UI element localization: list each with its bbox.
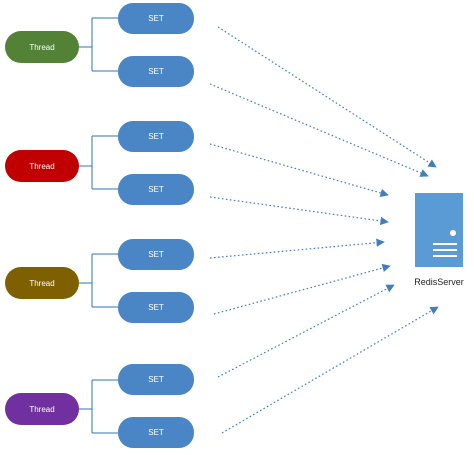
thread-group-1: Thread SET SET [5,3,194,87]
set-label: SET [148,67,164,76]
thread-group-4: Thread SET SET [5,364,194,448]
set-label: SET [148,185,164,194]
set-node [118,121,194,152]
thread-node [5,31,79,63]
set-to-server-arrow [217,284,395,378]
set-to-server-arrow [217,26,437,168]
set-node [118,292,194,323]
set-node [118,364,194,395]
set-to-server-arrow [221,306,439,434]
thread-group-2: Thread SET SET [5,121,194,205]
thread-label: Thread [29,43,54,52]
thread-connectors [79,17,118,434]
redis-server: RedisServer [414,193,464,287]
set-to-server-arrow [209,238,385,259]
set-to-server-arrow [209,143,389,197]
thread-to-set-connector [79,253,118,308]
thread-label: Thread [29,279,54,288]
thread-group-3: Thread SET SET [5,239,194,323]
set-node [118,56,194,87]
set-node [118,417,194,448]
thread-to-set-connector [79,379,118,434]
set-label: SET [148,428,164,437]
set-label: SET [148,250,164,259]
set-label: SET [148,303,164,312]
thread-node [5,267,79,299]
thread-to-set-connector [79,17,118,72]
thread-node [5,150,79,182]
set-to-server-arrow [213,263,391,315]
set-label: SET [148,14,164,23]
set-to-server-arrow [209,83,429,177]
set-node [118,239,194,270]
set-label: SET [148,375,164,384]
thread-to-set-connector [79,135,118,190]
server-label: RedisServer [414,277,464,287]
server-icon [415,193,463,267]
thread-label: Thread [29,162,54,171]
thread-label: Thread [29,405,54,414]
set-node [118,3,194,34]
request-arrows [209,26,439,434]
thread-node [5,393,79,425]
set-node [118,174,194,205]
set-to-server-arrow [209,196,389,226]
set-label: SET [148,132,164,141]
